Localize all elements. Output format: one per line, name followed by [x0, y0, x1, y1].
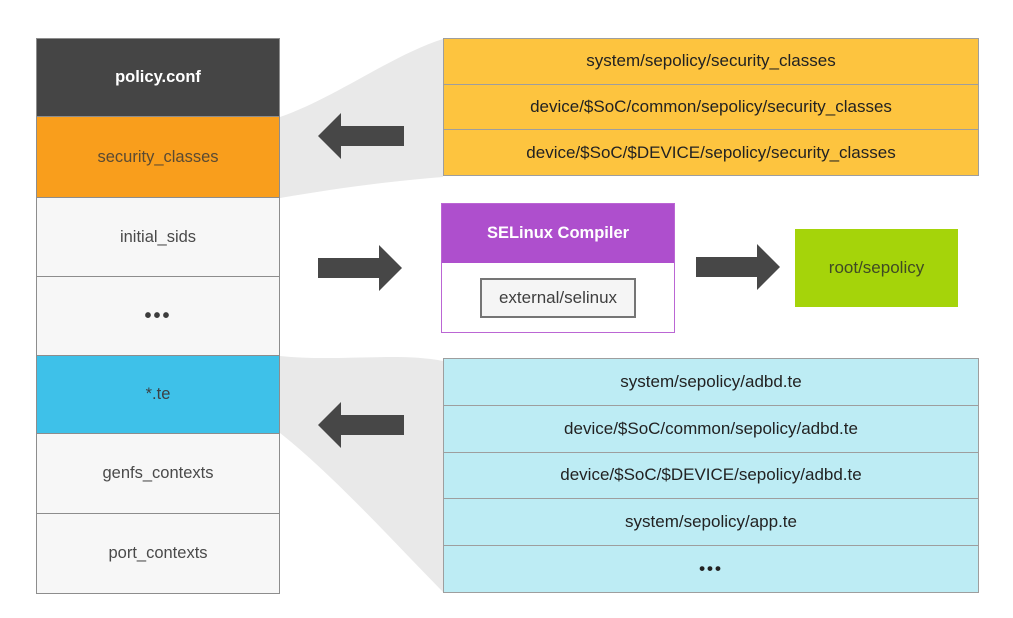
arrow-left-bottom-icon: [318, 402, 404, 448]
source-row: device/$SoC/$DEVICE/sepolicy/security_cl…: [444, 129, 978, 175]
source-row: device/$SoC/common/sepolicy/security_cla…: [444, 83, 978, 130]
security-classes-sources-box: system/sepolicy/security_classes device/…: [443, 38, 979, 176]
source-row: device/$SoC/common/sepolicy/adbd.te: [444, 404, 978, 452]
compiler-source-box: external/selinux: [479, 277, 637, 318]
source-row: system/sepolicy/app.te: [444, 498, 978, 545]
policy-conf-stack: policy.conf security_classes initial_sid…: [36, 38, 280, 594]
stack-row-te-files: *.te: [37, 355, 279, 433]
funnel-top-shape: [280, 39, 443, 198]
selinux-compiler-body: external/selinux: [442, 263, 674, 332]
policy-conf-title: policy.conf: [37, 39, 279, 116]
te-sources-box: system/sepolicy/adbd.te device/$SoC/comm…: [443, 358, 979, 593]
selinux-compiler-box: SELinux Compiler external/selinux: [441, 203, 675, 333]
stack-row-security-classes: security_classes: [37, 116, 279, 197]
source-row: system/sepolicy/security_classes: [586, 51, 836, 71]
arrow-left-top-icon: [318, 113, 404, 159]
stack-row-genfs-contexts: genfs_contexts: [37, 433, 279, 513]
source-row-ellipsis: •••: [444, 545, 978, 592]
source-row: device/$SoC/$DEVICE/sepolicy/adbd.te: [444, 451, 978, 499]
arrow-right-output-icon: [696, 244, 780, 290]
arrow-right-compiler-icon: [318, 245, 402, 291]
stack-row-ellipsis: •••: [37, 276, 279, 355]
stack-row-initial-sids: initial_sids: [37, 197, 279, 276]
stack-row-port-contexts: port_contexts: [37, 513, 279, 593]
funnel-bottom-shape: [280, 356, 443, 592]
selinux-compiler-title: SELinux Compiler: [442, 204, 674, 263]
source-row: system/sepolicy/adbd.te: [620, 371, 802, 391]
root-sepolicy-output-box: root/sepolicy: [795, 229, 958, 307]
